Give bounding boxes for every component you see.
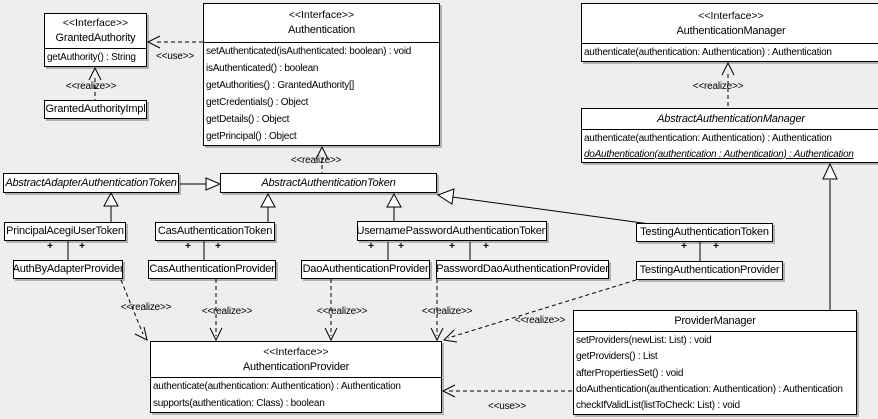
method: getProviders() : List xyxy=(576,351,658,363)
realize-label: <<realize>> xyxy=(201,306,253,317)
class-principal-acegi-user-token: PrincipalAcegiUserToken xyxy=(4,222,126,241)
multiplicity-label: + xyxy=(483,241,489,252)
arrowhead-realize xyxy=(442,329,458,343)
method: isAuthenticated() : boolean xyxy=(206,63,319,74)
multiplicity-label: + xyxy=(215,241,221,252)
class-abstract-authentication-token: AbstractAuthenticationToken xyxy=(220,173,437,193)
edge-cas-token-extends-abstract-token xyxy=(260,192,276,222)
stereotype: <<Interface>> xyxy=(288,9,355,21)
method: getAuthority() : String xyxy=(47,52,136,63)
class-name: CasAuthenticationToken xyxy=(157,225,273,237)
method: afterPropertiesSet() : void xyxy=(576,367,684,379)
realize-label: <<realize>> xyxy=(316,306,368,317)
class-name: UsernamePasswordAuthenticationToken xyxy=(357,224,547,237)
class-authentication: <<Interface>> Authentication setAuthenti… xyxy=(203,3,440,146)
class-name: GrantedAuthorityImpl xyxy=(45,103,146,115)
class-password-dao-authentication-provider: PasswordDaoAuthenticationProvider xyxy=(436,260,609,279)
class-abstract-authentication-manager: AbstractAuthenticationManager authentica… xyxy=(581,108,878,163)
method: getCredentials() : Object xyxy=(206,97,309,108)
method-abstract: doAuthentication(authentication : Authen… xyxy=(584,148,854,160)
multiplicity-label: + xyxy=(79,241,85,252)
class-abstract-adapter-authentication-token: AbstractAdapterAuthenticationToken xyxy=(3,173,179,193)
arrowhead-realize xyxy=(134,326,148,341)
stereotype: <<Interface>> xyxy=(263,345,329,358)
arrowhead-realize xyxy=(430,327,444,342)
class-name: AuthenticationProvider xyxy=(242,360,350,373)
arrowhead-use xyxy=(146,35,161,49)
method: supports(authentication: Class) : boolea… xyxy=(153,398,325,409)
multiplicity-label: + xyxy=(47,241,53,252)
method: authenticate(authentication: Authenticat… xyxy=(584,47,832,58)
method: getPrincipal() : Object xyxy=(206,131,297,142)
arrowhead-realize xyxy=(209,327,223,342)
class-name: Authentication xyxy=(288,24,355,36)
method: setProviders(newList: List) : void xyxy=(576,334,712,346)
method: authenticate(authentication: Authenticat… xyxy=(584,132,832,144)
class-name: TestingAuthenticationToken xyxy=(640,226,769,238)
multiplicity-label: + xyxy=(368,241,374,252)
class-name: ProviderManager xyxy=(674,314,756,327)
edge-authbyadapter-realizes-authprovider xyxy=(120,279,144,335)
edge-adapter-token-extends-abstract-token xyxy=(180,177,222,191)
class-name: AbstractAdapterAuthenticationToken xyxy=(5,176,177,189)
class-name: CasAuthenticationProvider xyxy=(149,263,275,275)
class-name: GrantedAuthority xyxy=(55,32,136,44)
edge-provider-manager-extends-abstract-auth-manager xyxy=(822,162,838,310)
arrowhead-realize xyxy=(721,61,735,76)
multiplicity-label: + xyxy=(713,241,719,252)
class-username-password-authentication-token: UsernamePasswordAuthenticationToken xyxy=(357,221,547,241)
class-testing-authentication-token: TestingAuthenticationToken xyxy=(636,223,773,242)
class-testing-authentication-provider: TestingAuthenticationProvider xyxy=(636,261,783,280)
multiplicity-label: + xyxy=(681,241,687,252)
edge-usernamepassword-token-extends-abstract-token xyxy=(386,192,402,221)
arrowhead-realize xyxy=(324,327,338,342)
class-name: AuthByAdapterProvider xyxy=(13,263,123,275)
arrowhead-realize xyxy=(315,145,329,160)
class-name: PrincipalAcegiUserToken xyxy=(6,225,124,237)
method: doAuthentication(authentication: Authent… xyxy=(576,383,843,395)
method: checkIfValidList(listToCheck: List) : vo… xyxy=(576,400,740,412)
method: getAuthorities() : GrantedAuthority[] xyxy=(206,80,355,91)
class-granted-authority-impl: GrantedAuthorityImpl xyxy=(44,100,147,119)
realize-label: <<realize>> xyxy=(120,302,172,313)
multiplicity-label: + xyxy=(449,241,455,252)
class-dao-authentication-provider: DaoAuthenticationProvider xyxy=(301,260,430,279)
class-name: AuthenticationManager xyxy=(676,24,786,37)
class-name: AbstractAuthenticationToken xyxy=(261,176,396,189)
multiplicity-label: + xyxy=(398,241,404,252)
class-authentication-provider: <<Interface>> AuthenticationProvider aut… xyxy=(150,341,442,413)
class-name: AbstractAuthenticationManager xyxy=(657,112,805,125)
realize-label: <<realize>> xyxy=(290,155,342,166)
edge-principal-acegi-extends-adapter-token xyxy=(103,191,119,222)
realize-label: <<realize>> xyxy=(421,306,473,317)
stereotype: <<Interface>> xyxy=(698,9,764,22)
method: setAuthenticated(isAuthenticated: boolea… xyxy=(206,46,412,57)
class-name: PasswordDaoAuthenticationProvider xyxy=(436,263,609,275)
arrowhead-use xyxy=(441,384,456,398)
class-provider-manager: ProviderManager setProviders(newList: Li… xyxy=(573,310,857,415)
stereotype: <<Interface>> xyxy=(62,17,129,29)
class-cas-authentication-token: CasAuthenticationToken xyxy=(155,222,275,241)
class-auth-by-adapter-provider: AuthByAdapterProvider xyxy=(13,260,123,279)
class-cas-authentication-provider: CasAuthenticationProvider xyxy=(148,260,276,279)
method: authenticate(authentication: Authenticat… xyxy=(153,381,401,392)
multiplicity-label: + xyxy=(185,241,191,252)
realize-label: <<realize>> xyxy=(692,81,744,92)
class-name: TestingAuthenticationProvider xyxy=(639,264,780,276)
class-name: DaoAuthenticationProvider xyxy=(302,263,429,275)
edge-testing-token-extends-abstract-token xyxy=(436,188,651,225)
class-granted-authority: <<Interface>> GrantedAuthority getAuthor… xyxy=(44,13,147,67)
use-label: <<use>> xyxy=(155,51,195,62)
class-authentication-manager: <<Interface>> AuthenticationManager auth… xyxy=(581,3,878,62)
edge-testingprovider-realizes-authprovider xyxy=(447,279,637,339)
realize-label: <<realize>> xyxy=(65,81,117,92)
use-label: <<use>> xyxy=(487,401,527,412)
realize-label: <<realize>> xyxy=(514,315,566,326)
method: getDetails() : Object xyxy=(206,114,290,125)
arrowhead-realize xyxy=(88,66,102,81)
